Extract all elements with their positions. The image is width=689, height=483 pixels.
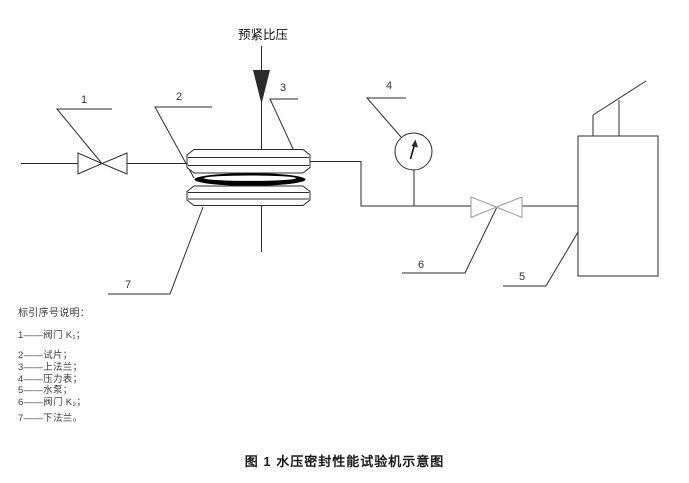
leader-line-2 [154,106,212,179]
prestress-pressure-label: 预紧比压 [238,28,288,42]
callout-3: 3 [280,82,286,94]
lower-flange [186,185,311,206]
pipe-right-a [310,161,471,207]
leader-line-6 [402,207,497,274]
valve-k2-icon [470,196,523,219]
legend-title: 标引序号说明： [18,308,91,319]
legend-item-7: 7——下法兰。 [18,413,83,424]
callout-5: 5 [519,271,525,283]
callout-6: 6 [418,259,424,271]
gauge-needle-tip [411,139,418,148]
upper-flange [186,149,311,174]
water-pump [577,80,659,277]
gauge-dial [394,132,433,171]
leader-line-7 [108,206,204,295]
leader-line-3 [269,98,298,152]
legend-item-3: 3——上法兰； [18,362,83,373]
leader-line-1 [55,108,112,164]
pump-lever [592,80,647,116]
callout-7: 7 [125,279,131,291]
callout-1: 1 [81,94,87,106]
legend-item-1: 1——阀门 K₁； [18,330,86,341]
legend-item-6: 6——阀门 K₂； [18,397,87,408]
legend-item-2: 2——试片； [18,350,73,361]
legend-item-4: 4——压力表； [18,373,83,385]
pressure-gauge-icon [394,132,433,206]
down-arrow-icon [253,70,270,104]
figure-caption: 图 1 水压密封性能试验机示意图 [244,454,445,469]
leader-line-5 [503,231,579,287]
valve-k1-icon [77,152,128,175]
leader-line-4 [365,97,406,138]
callout-4: 4 [386,80,392,92]
callout-2: 2 [176,91,182,103]
pump-body [577,135,659,277]
specimen-gasket [194,173,306,186]
legend-item-5: 5——水泵； [18,385,73,396]
